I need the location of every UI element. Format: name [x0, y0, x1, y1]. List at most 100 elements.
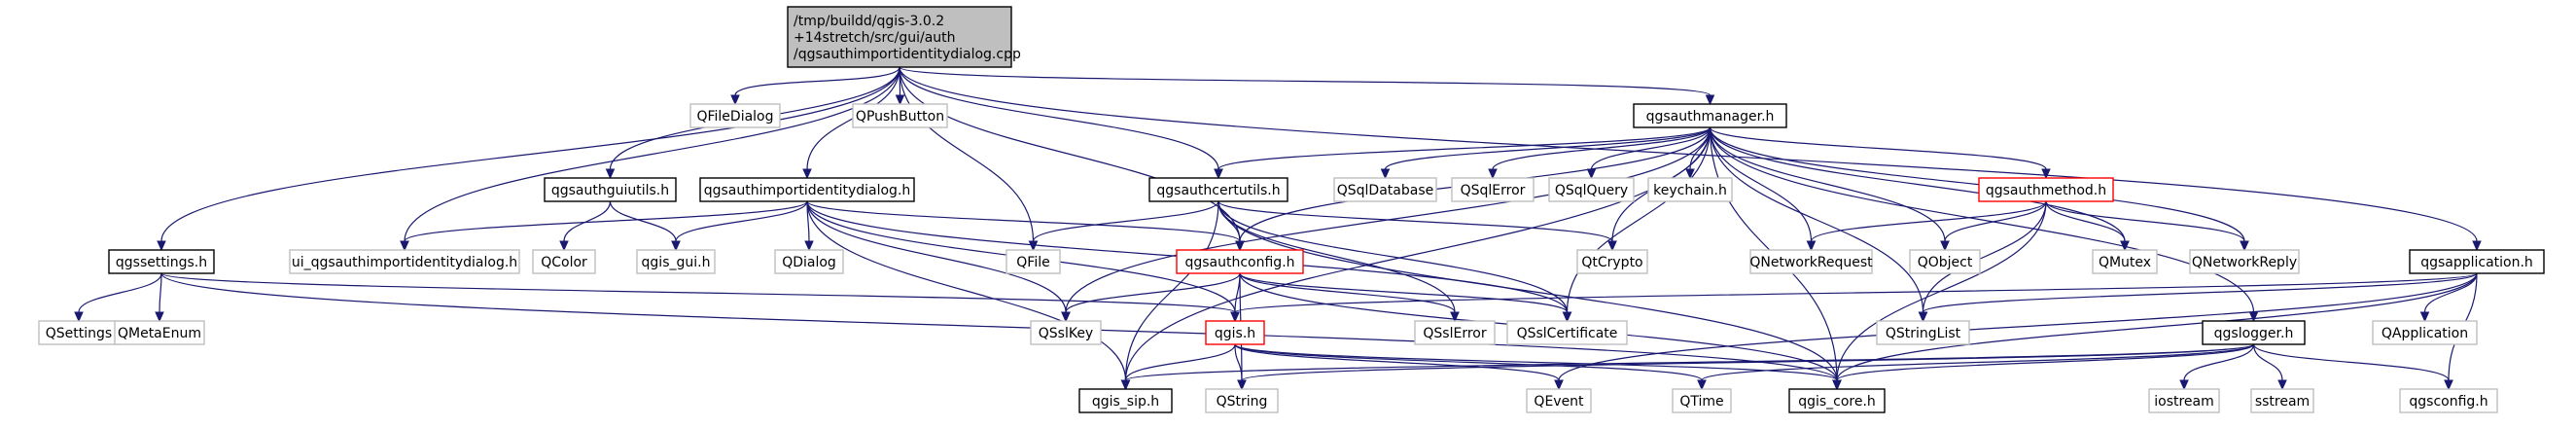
node-qfiledialog: QFileDialog	[689, 103, 781, 128]
node-label: QMetaEnum	[118, 326, 201, 341]
node-qsettings: QSettings	[38, 320, 120, 345]
edge-arrowhead	[1235, 240, 1245, 252]
node-box	[114, 320, 205, 345]
node-qgsauthconfig[interactable]: qgsauthconfig.h	[1176, 249, 1304, 274]
node-qgsauthmethod[interactable]: qgsauthmethod.h	[1978, 177, 2114, 202]
node-qtcrypto: QtCrypto	[1576, 249, 1648, 274]
node-label: qgsauthconfig.h	[1184, 255, 1294, 270]
edge-arrowhead	[1488, 168, 1498, 180]
node-label: QSslError	[1423, 326, 1486, 341]
edge-line	[160, 272, 1838, 381]
edge-line	[1239, 272, 1569, 313]
edge-root-to-qgsauthconfig	[899, 66, 1245, 252]
edge-qgsauthmethod-to-qnetworkrequest	[1806, 200, 2047, 252]
edge-line	[1709, 126, 2255, 313]
edge-line	[1032, 200, 1219, 242]
node-qgssettings[interactable]: qgssettings.h	[108, 249, 215, 274]
edge-arrowhead	[1832, 379, 1842, 391]
node-qnetworkrequest: QNetworkRequest	[1749, 249, 1873, 274]
node-qsqlerror: QSqlError	[1451, 177, 1535, 202]
edge-arrowhead	[895, 94, 905, 106]
node-box	[1788, 388, 1886, 413]
node-label: qgsauthcertutils.h	[1156, 183, 1280, 198]
edge-line	[1558, 272, 2478, 381]
node-label: QPushButton	[856, 109, 944, 125]
node-label: QSqlError	[1461, 183, 1526, 198]
node-qsslkey: QSslKey	[1030, 320, 1102, 345]
edge-arrowhead	[1554, 379, 1564, 391]
node-root[interactable]: /tmp/buildd/qgis-3.0.2+14stretch/src/gui…	[787, 6, 1021, 68]
edge-line	[160, 66, 900, 242]
edge-qgsauthmethod-to-qnetworkreply	[2045, 200, 2249, 252]
edge-qgsapplication-to-qstringlist	[1918, 272, 2478, 323]
edge-qgis-to-qgis_sip	[1120, 343, 1236, 391]
edge-line	[1709, 126, 1946, 242]
node-box	[636, 249, 716, 274]
edge-line	[563, 200, 612, 242]
node-qfile: QFile	[1006, 249, 1061, 274]
node-qgis_gui: qgis_gui.h	[636, 249, 716, 274]
edge-arrowhead	[74, 311, 84, 323]
node-label: qgsauthimportidentitydialog.h	[704, 183, 911, 198]
node-box	[1030, 320, 1102, 345]
node-qgsauthguiutils[interactable]: qgsauthguiutils.h	[544, 177, 677, 202]
node-box	[2189, 249, 2300, 274]
node-label: qgssettings.h	[116, 255, 207, 270]
node-box	[532, 249, 596, 274]
node-label: QApplication	[2382, 326, 2468, 341]
edge-arrowhead	[804, 240, 814, 252]
node-qgsauthmanager[interactable]: qgsauthmanager.h	[1633, 103, 1787, 128]
edge-line	[1234, 343, 1703, 381]
node-qgsauthimportidentitydialog[interactable]: qgsauthimportidentitydialog.h	[699, 177, 915, 202]
node-box	[1978, 177, 2114, 202]
edge-line	[2252, 343, 2283, 381]
edge-arrowhead	[1380, 168, 1391, 180]
node-label: qgsapplication.h	[2420, 255, 2533, 270]
node-qgis[interactable]: qgis.h	[1205, 320, 1265, 345]
edge-line	[1124, 343, 1236, 381]
node-qstringlist: QStringList	[1876, 320, 1970, 345]
edge-arrowhead	[802, 168, 812, 180]
edge-qgsauthmanager-to-qobject	[1709, 126, 1950, 252]
node-box	[289, 249, 520, 274]
edge-arrowhead	[2240, 240, 2249, 252]
node-box	[1506, 320, 1628, 345]
edge-qgsauthguiutils-to-qcolor	[559, 200, 612, 252]
node-qapplication: QApplication	[2372, 320, 2478, 345]
edge-line	[1217, 200, 1838, 381]
edge-arrowhead	[1607, 240, 1617, 252]
edge-arrowhead	[730, 94, 740, 106]
node-qgsauthcertutils[interactable]: qgsauthcertutils.h	[1148, 177, 1288, 202]
edge-line	[806, 200, 1241, 242]
node-qgis_sip[interactable]: qgis_sip.h	[1078, 388, 1173, 413]
node-qnetworkreply: QNetworkReply	[2189, 249, 2300, 274]
node-keychain: keychain.h	[1647, 177, 1733, 202]
node-qgis_core[interactable]: qgis_core.h	[1788, 388, 1886, 413]
edge-line	[1234, 272, 1241, 313]
node-label: qgsauthmanager.h	[1646, 109, 1775, 125]
edge-line	[1217, 126, 1711, 170]
node-qgsapplication[interactable]: qgsapplication.h	[2409, 249, 2545, 274]
node-label: qgslogger.h	[2214, 326, 2294, 341]
node-label: QString	[1217, 394, 1268, 410]
node-layer: /tmp/buildd/qgis-3.0.2+14stretch/src/gui…	[38, 6, 2545, 413]
node-label: +14stretch/src/gui/auth	[794, 30, 956, 46]
edge-line	[2045, 200, 2245, 242]
node-box	[787, 6, 1012, 68]
node-box	[1576, 249, 1648, 274]
edge-line	[1709, 126, 1924, 313]
edge-root-to-ui_dialog	[400, 66, 900, 252]
node-qobject: QObject	[1909, 249, 1981, 274]
edge-qgssettings-to-qgis	[160, 272, 1240, 323]
edge-arrowhead	[2248, 311, 2259, 323]
node-label: /qgsauthimportidentitydialog.cpp	[794, 47, 1021, 62]
edge-line	[1810, 200, 2047, 242]
edge-arrowhead	[671, 240, 681, 252]
node-qgsconfig: qgsconfig.h	[2399, 388, 2498, 413]
node-box	[2092, 249, 2158, 274]
node-qgslogger[interactable]: qgslogger.h	[2202, 320, 2306, 345]
edge-qgsauthimportidentitydialog-to-qgis_gui	[671, 200, 808, 252]
edge-line	[1234, 343, 1838, 381]
node-box	[852, 103, 948, 128]
edge-qgsapplication-to-qgis	[1230, 272, 2478, 323]
